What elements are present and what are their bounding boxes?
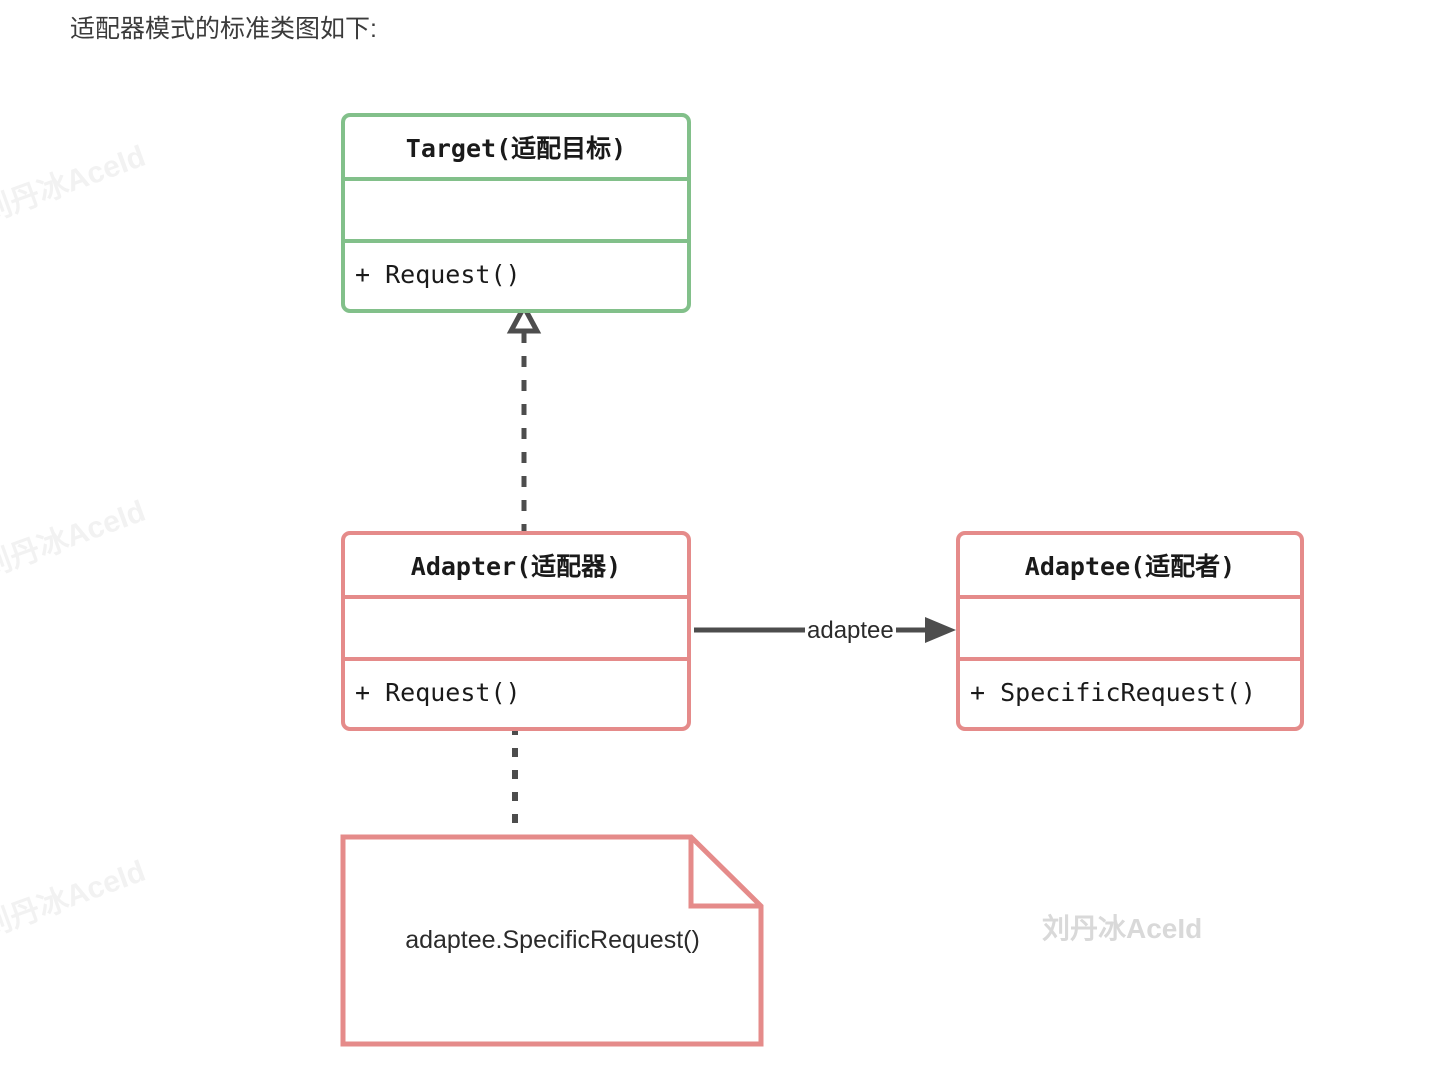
- uml-class-adapter[interactable]: Adapter(适配器) + Request(): [341, 531, 691, 731]
- uml-class-target-title: Target(适配目标): [405, 134, 627, 163]
- page-title: 适配器模式的标准类图如下:: [70, 15, 377, 43]
- uml-divider: [345, 657, 687, 661]
- uml-divider: [345, 239, 687, 243]
- uml-class-adaptee[interactable]: Adaptee(适配者) + SpecificRequest(): [956, 531, 1304, 731]
- uml-note-text: adaptee.SpecificRequest(): [405, 926, 700, 954]
- uml-divider: [960, 657, 1300, 661]
- watermark-edge-middle: 刘丹冰AceId: [0, 494, 150, 585]
- watermark-edge-bottom: 刘丹冰AceId: [0, 854, 150, 945]
- uml-divider: [960, 595, 1300, 599]
- edge-realization-adapter-to-target: [506, 301, 542, 535]
- uml-divider: [345, 177, 687, 181]
- uml-class-adapter-attributes: [345, 599, 687, 657]
- uml-divider: [345, 595, 687, 599]
- uml-class-adaptee-attributes: [960, 599, 1300, 657]
- watermark-edge-top: 刘丹冰AceId: [0, 139, 150, 230]
- watermark-center: 刘丹冰AceId: [1042, 913, 1203, 944]
- uml-class-target-method: + Request(): [355, 259, 521, 289]
- uml-class-adapter-title: Adapter(适配器): [410, 552, 622, 581]
- uml-class-adaptee-method: + SpecificRequest(): [970, 677, 1256, 707]
- uml-class-adapter-method: + Request(): [355, 677, 521, 707]
- uml-note[interactable]: adaptee.SpecificRequest(): [340, 834, 765, 1047]
- uml-class-target-attributes: [345, 181, 687, 239]
- edge-label-adaptee: adaptee: [805, 617, 896, 645]
- uml-class-target[interactable]: Target(适配目标) + Request(): [341, 113, 691, 313]
- uml-class-adaptee-title: Adaptee(适配者): [1024, 552, 1236, 581]
